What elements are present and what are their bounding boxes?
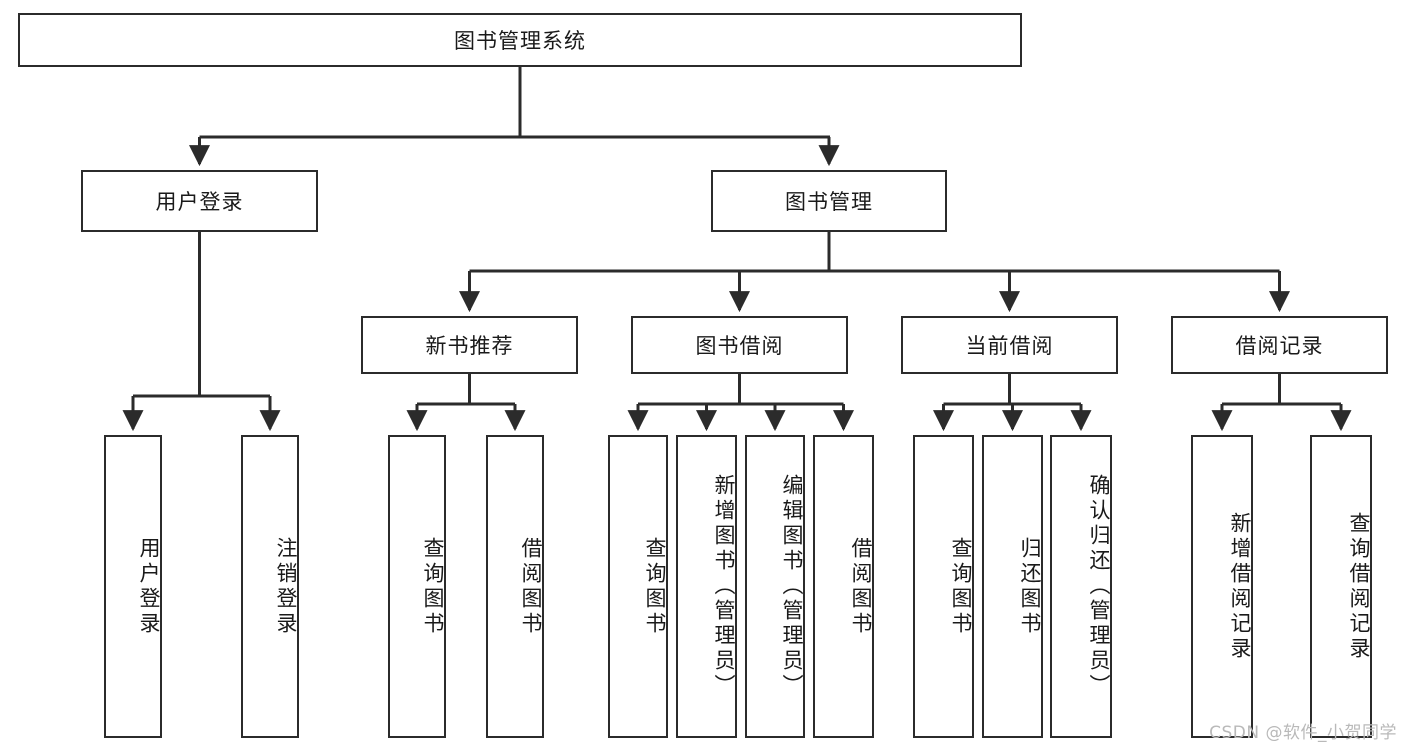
- leaf-query-book-new[interactable]: 查询图书: [388, 435, 446, 738]
- leaf-query-borrow-record[interactable]: 查询借阅记录: [1310, 435, 1372, 738]
- node-book-management[interactable]: 图书管理: [711, 170, 947, 232]
- leaf-logout[interactable]: 注销登录: [241, 435, 299, 738]
- node-current-borrow-label: 当前借阅: [965, 334, 1054, 358]
- node-root[interactable]: 图书管理系统: [18, 13, 1022, 67]
- node-borrow-records[interactable]: 借阅记录: [1171, 316, 1388, 374]
- node-current-borrow[interactable]: 当前借阅: [901, 316, 1118, 374]
- node-new-book-recommend-label: 新书推荐: [425, 334, 514, 358]
- leaf-query-book-borrow-label: 查询图书: [643, 536, 667, 637]
- leaf-logout-label: 注销登录: [274, 536, 298, 637]
- leaf-add-borrow-record-label: 新增借阅记录: [1228, 511, 1252, 662]
- node-book-borrow-label: 图书借阅: [695, 334, 784, 358]
- leaf-edit-book-admin[interactable]: 编辑图书（管理员）: [745, 435, 805, 738]
- node-book-management-label: 图书管理: [785, 190, 873, 214]
- leaf-lend-book[interactable]: 借阅图书: [813, 435, 874, 738]
- leaf-borrow-book-new-label: 借阅图书: [519, 536, 543, 637]
- leaf-query-book-new-label: 查询图书: [421, 536, 445, 637]
- node-borrow-records-label: 借阅记录: [1235, 334, 1324, 358]
- leaf-user-login[interactable]: 用户登录: [104, 435, 162, 738]
- leaf-borrow-book-new[interactable]: 借阅图书: [486, 435, 544, 738]
- leaf-confirm-return-admin[interactable]: 确认归还（管理员）: [1050, 435, 1112, 738]
- leaf-query-borrow-record-label: 查询借阅记录: [1347, 511, 1371, 662]
- leaf-add-borrow-record[interactable]: 新增借阅记录: [1191, 435, 1253, 738]
- node-root-label: 图书管理系统: [454, 29, 586, 53]
- node-user-login[interactable]: 用户登录: [81, 170, 318, 232]
- node-book-borrow[interactable]: 图书借阅: [631, 316, 848, 374]
- node-new-book-recommend[interactable]: 新书推荐: [361, 316, 578, 374]
- leaf-return-book[interactable]: 归还图书: [982, 435, 1043, 738]
- leaf-user-login-label: 用户登录: [137, 536, 161, 637]
- leaf-query-book-current-label: 查询图书: [949, 536, 973, 637]
- leaf-add-book-admin[interactable]: 新增图书（管理员）: [676, 435, 737, 738]
- node-user-login-label: 用户登录: [155, 190, 244, 214]
- leaf-query-book-current[interactable]: 查询图书: [913, 435, 974, 738]
- leaf-return-book-label: 归还图书: [1018, 536, 1042, 637]
- leaf-edit-book-admin-label: 编辑图书（管理员）: [780, 474, 804, 699]
- leaf-confirm-return-admin-label: 确认归还（管理员）: [1087, 474, 1111, 699]
- leaf-lend-book-label: 借阅图书: [849, 536, 873, 637]
- leaf-add-book-admin-label: 新增图书（管理员）: [712, 474, 736, 699]
- leaf-query-book-borrow[interactable]: 查询图书: [608, 435, 668, 738]
